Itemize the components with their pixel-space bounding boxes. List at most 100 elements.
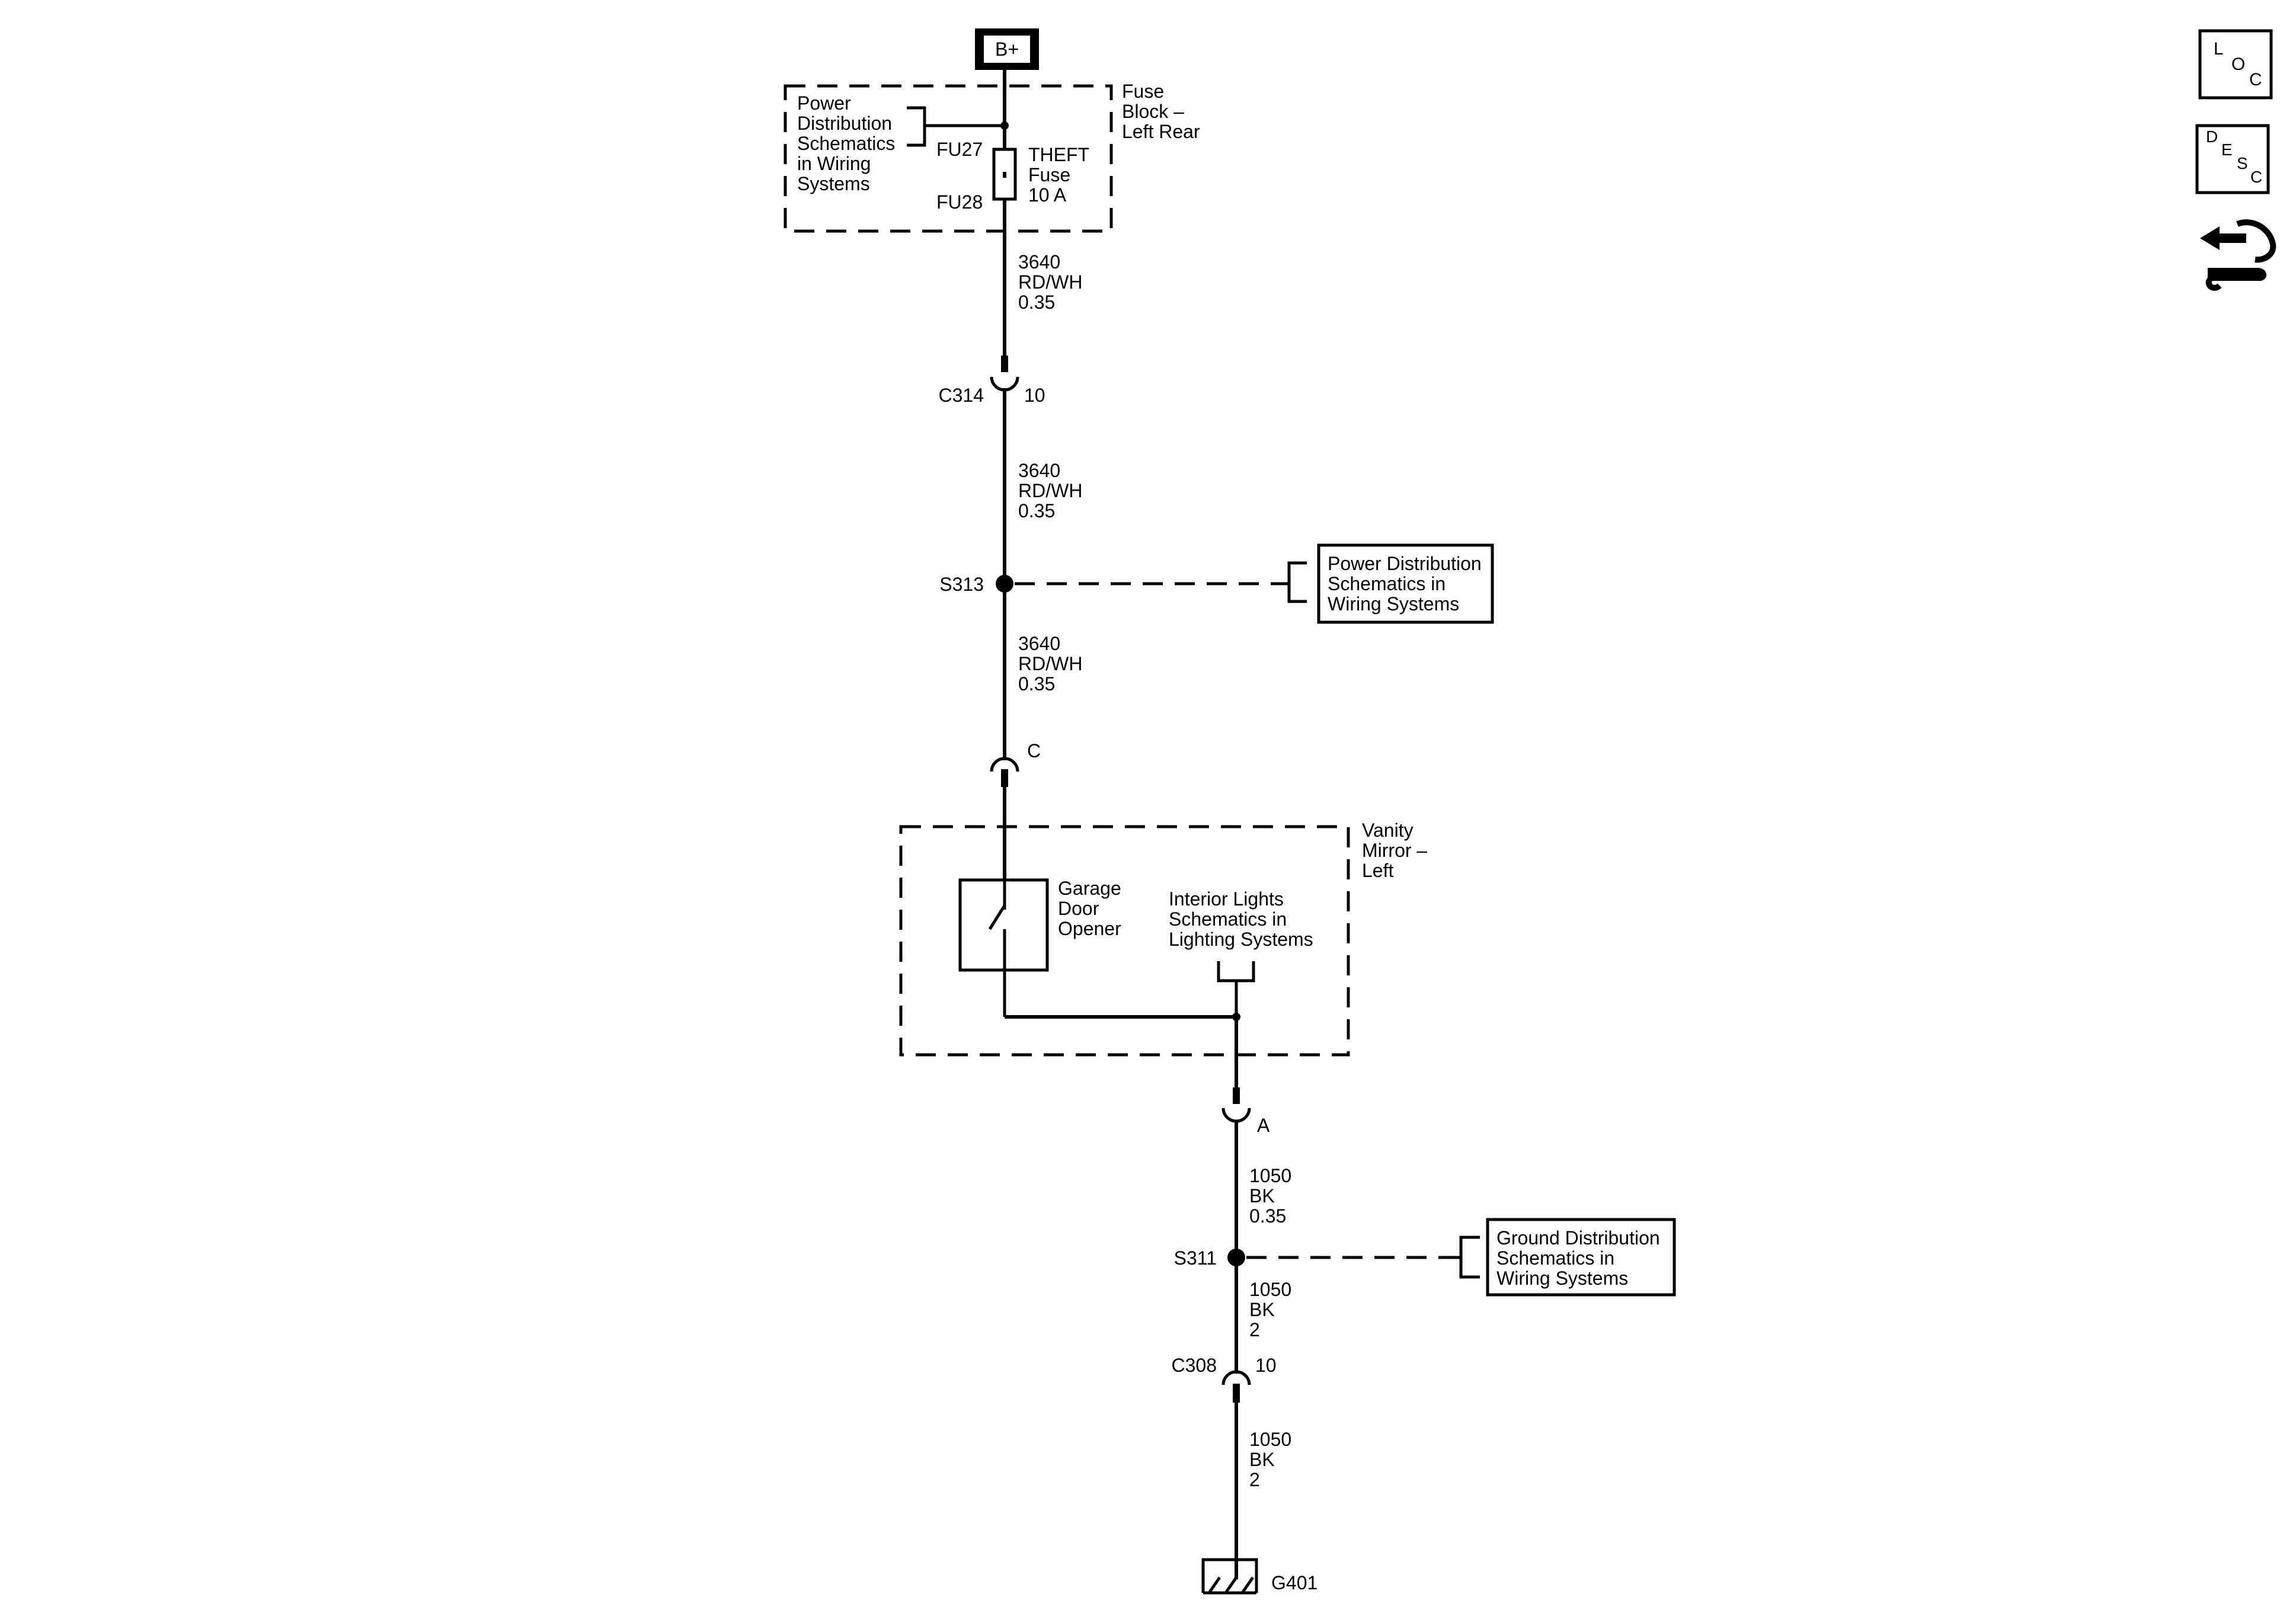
ground-dist-ref-box: Ground Distribution Schematics in Wiring… [1486,1218,1676,1297]
vanity-mirror-name: Vanity Mirror – Left [1362,820,1427,881]
vanity-name-line: Left [1362,860,1393,881]
splice-s313 [996,575,1013,593]
wire-circuit: 3640 [1018,633,1060,654]
ref-line: Wiring Systems [1328,593,1459,615]
fuse-block-name-line: Left Rear [1122,121,1200,142]
wire-color: BK [1249,1185,1275,1206]
wire-circuit: 3640 [1018,460,1060,481]
fuse-label-line: Fuse [1028,164,1070,185]
connector-vanity-c: C [990,740,1041,787]
loc-letter: C [2249,70,2262,89]
wire-color: BK [1249,1449,1275,1470]
wire-gauge: 2 [1249,1469,1260,1490]
interior-junction-dot [1232,1013,1240,1021]
wire-label-2: 3640 RD/WH 0.35 [1018,460,1082,521]
vanity-name-line: Mirror – [1362,840,1427,861]
battery-label: B+ [995,39,1019,60]
c308-cup [1221,1370,1251,1385]
c314-cup [990,376,1019,392]
wire-color: RD/WH [1018,271,1082,293]
fuse-label-line: 10 A [1028,184,1067,206]
s311-name: S311 [1174,1247,1217,1269]
wire-gauge: 2 [1249,1319,1260,1340]
c314-name: C314 [939,385,984,406]
ref-line: Wiring Systems [1496,1268,1628,1289]
power-ref-line: Power [797,92,851,114]
desc-letter: C [2250,168,2262,186]
wire-gauge: 0.35 [1018,292,1055,313]
fuse-block-power-ref: Power Distribution Schematics in Wiring … [797,92,895,194]
wire-label-6: 1050 BK 2 [1249,1429,1291,1490]
loc-icon[interactable]: L O C [2198,29,2273,100]
desc-icon[interactable]: D E S C [2195,124,2270,194]
vanity-name-line: Vanity [1362,820,1414,841]
fuse-pin-top: FU27 [936,139,983,160]
desc-letter: E [2221,140,2233,159]
interior-ref-line: Lighting Systems [1169,929,1313,950]
c308-name: C308 [1172,1355,1217,1376]
wire-circuit: 3640 [1018,251,1060,273]
wire-circuit: 1050 [1249,1279,1291,1300]
gdo-switch [988,880,1006,1017]
vanity-c-cup [990,757,1019,772]
connector-tool-icon[interactable] [2200,219,2276,291]
vanity-a-cup [1221,1108,1251,1123]
fuse-label-line: THEFT [1028,144,1089,165]
power-ref-bracket [907,106,1005,147]
loc-letter: L [2214,39,2224,59]
wire-circuit: 1050 [1249,1165,1291,1186]
ground-hatch [1207,1576,1255,1594]
wire-label-5: 1050 BK 2 [1249,1279,1291,1340]
connector-vanity-a: A [1221,1087,1270,1136]
wire-gauge: 0.35 [1249,1205,1286,1227]
loc-letter: O [2231,55,2245,74]
wire-color: RD/WH [1018,653,1082,674]
interior-ref-bracket [1217,961,1255,1017]
power-ref-line: Distribution [797,113,892,134]
wire-gauge: 0.35 [1018,673,1055,695]
ref-line: Ground Distribution [1496,1227,1660,1249]
ref-line: Schematics in [1328,573,1446,594]
fuse-block-name-line: Block – [1122,101,1184,122]
vanity-a-pin: A [1257,1115,1270,1136]
garage-door-label: Garage Door Opener [1058,878,1121,939]
power-ref-bracket-2 [1283,561,1307,603]
ground-ref-bracket [1455,1236,1480,1279]
gdo-label-line: Garage [1058,878,1121,899]
gdo-label-line: Opener [1058,918,1121,939]
ground-g401: G401 [1201,1558,1318,1595]
s313-name: S313 [939,574,984,595]
power-dist-ref-box: Power Distribution Schematics in Wiring … [1317,543,1494,624]
ref-line: Power Distribution [1328,553,1482,574]
desc-letter: D [2206,127,2218,146]
fuse-pin-bottom: FU28 [936,191,983,213]
desc-letter: S [2237,154,2248,172]
power-ref-line: Systems [797,173,870,194]
power-ref-line: Schematics [797,133,895,154]
interior-ref-line: Schematics in [1169,908,1287,930]
battery-terminal: B+ [975,28,1039,70]
ground-symbol [1201,1558,1258,1593]
interior-lights-ref: Interior Lights Schematics in Lighting S… [1169,888,1313,950]
g401-name: G401 [1271,1572,1318,1593]
theft-fuse-label: THEFT Fuse 10 A [1028,144,1089,206]
fuse-block-name-line: Fuse [1122,81,1164,102]
vanity-mirror-outline [899,825,1350,1057]
wire-label-4: 1050 BK 0.35 [1249,1165,1291,1227]
wire-circuit: 1050 [1249,1429,1291,1450]
wire-color: RD/WH [1018,480,1082,501]
wire-label-1: 3640 RD/WH 0.35 [1018,251,1082,313]
fuse-block-name: Fuse Block – Left Rear [1122,81,1200,142]
wire-gauge: 0.35 [1018,500,1055,521]
power-ref-line: in Wiring [797,153,871,174]
fuse-block-outline [784,84,1113,233]
c308-pin: 10 [1255,1355,1277,1376]
gdo-label-line: Door [1058,898,1099,919]
connector-c314: C314 10 [939,356,1045,406]
splice-s311 [1227,1249,1245,1266]
wire-label-3: 3640 RD/WH 0.35 [1018,633,1082,695]
ref-line: Schematics in [1496,1247,1614,1269]
wire-color: BK [1249,1299,1275,1320]
